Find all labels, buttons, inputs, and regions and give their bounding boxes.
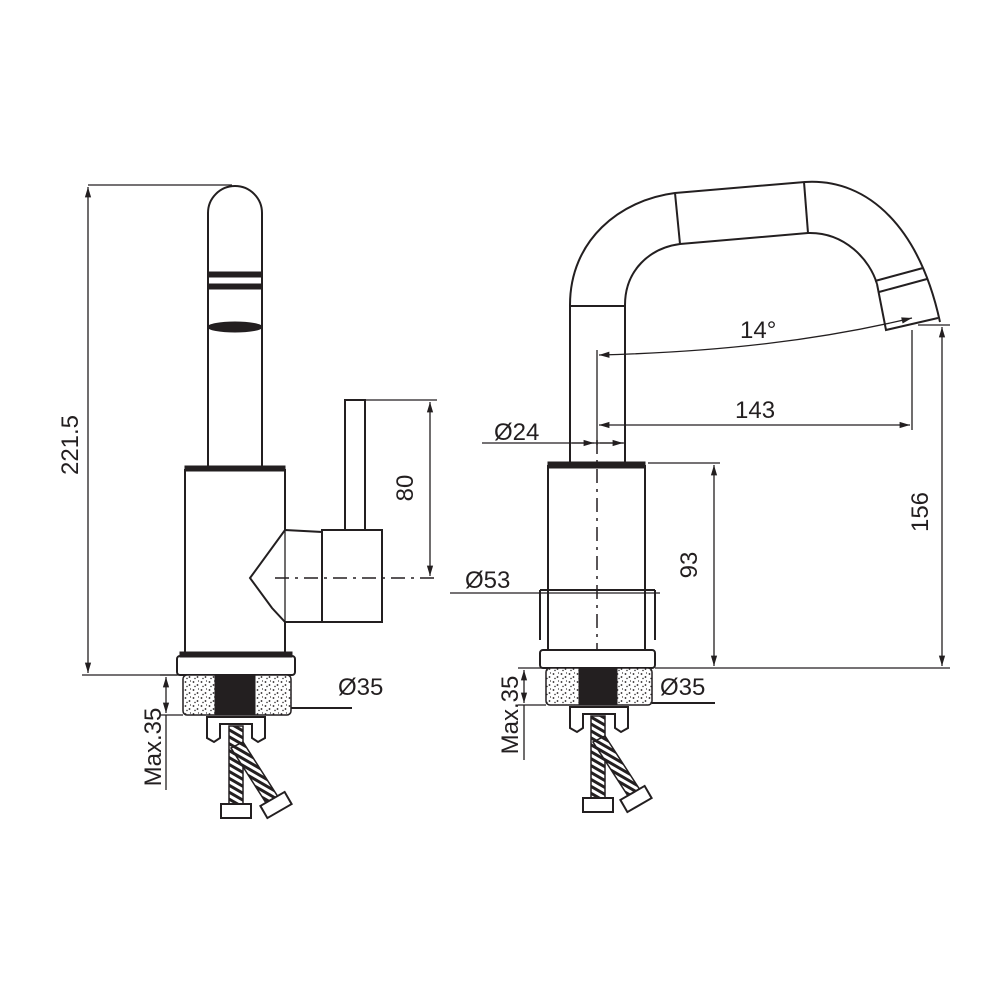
right-spout-inner bbox=[624, 231, 878, 463]
dim-arc-spout-angle bbox=[598, 317, 913, 358]
right-base-ring bbox=[539, 649, 656, 669]
dim-handle-height: 80 bbox=[392, 475, 419, 502]
right-mounting-shank bbox=[578, 667, 618, 706]
left-spout-ring bbox=[207, 271, 263, 278]
aerator bbox=[207, 321, 263, 333]
handle-block bbox=[321, 529, 383, 623]
right-hose-nut-2 bbox=[619, 784, 653, 814]
dim-spout-diameter: Ø24 bbox=[494, 419, 539, 446]
right-side-view: 14° 143 Ø24 Ø53 93 156 Ø35 Max.35 bbox=[450, 180, 950, 814]
lever-handle bbox=[344, 399, 366, 536]
left-hose-1 bbox=[228, 725, 244, 809]
handle-cartridge bbox=[248, 528, 323, 623]
dim-total-height: 221.5 bbox=[57, 415, 84, 475]
left-body-top-band bbox=[184, 465, 286, 472]
left-side-view: 221.5 80 Ø35 Max.35 bbox=[57, 184, 437, 820]
dim-body-height: 93 bbox=[676, 552, 703, 579]
dim-spout-reach: 143 bbox=[735, 397, 775, 424]
dim-right-max-thickness: Max.35 bbox=[497, 676, 524, 755]
dim-outlet-height: 156 bbox=[907, 492, 934, 532]
left-spout bbox=[207, 185, 263, 470]
dim-left-max-thickness: Max.35 bbox=[140, 708, 167, 787]
dim-body-diameter: Ø53 bbox=[465, 567, 510, 594]
left-mounting-nut bbox=[206, 716, 266, 744]
right-mounting-nut bbox=[569, 706, 629, 734]
left-base-ring bbox=[176, 655, 296, 676]
right-hose-nut-1 bbox=[582, 797, 614, 813]
left-spout-ring-lower bbox=[207, 283, 263, 290]
left-hose-nut-1 bbox=[220, 803, 252, 819]
dim-right-hole-diameter: Ø35 bbox=[660, 674, 705, 701]
left-mounting-shank bbox=[214, 674, 256, 716]
left-hose-nut-2 bbox=[259, 790, 293, 820]
dim-spout-angle: 14° bbox=[740, 317, 776, 344]
dim-left-hole-diameter: Ø35 bbox=[338, 674, 383, 701]
